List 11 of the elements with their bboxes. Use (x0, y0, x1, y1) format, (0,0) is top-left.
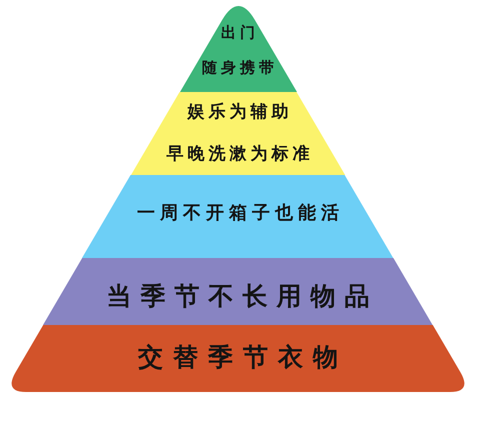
tier-label: 出门 (220, 24, 259, 42)
tier-label: 当季节不长用物品 (105, 282, 378, 312)
pyramid-tier (82, 175, 394, 258)
pyramid-tier (43, 258, 433, 325)
tier-label: 早晚洗漱为标准 (165, 145, 314, 165)
pyramid-tier (180, 6, 296, 92)
tier-label: 交替季节衣物 (137, 344, 348, 372)
pyramid-tier (130, 92, 346, 175)
tier-label: 一周不开箱子也能活 (136, 204, 344, 224)
tier-label: 娱乐为辅助 (186, 103, 292, 123)
tier-label: 随身携带 (201, 59, 278, 77)
